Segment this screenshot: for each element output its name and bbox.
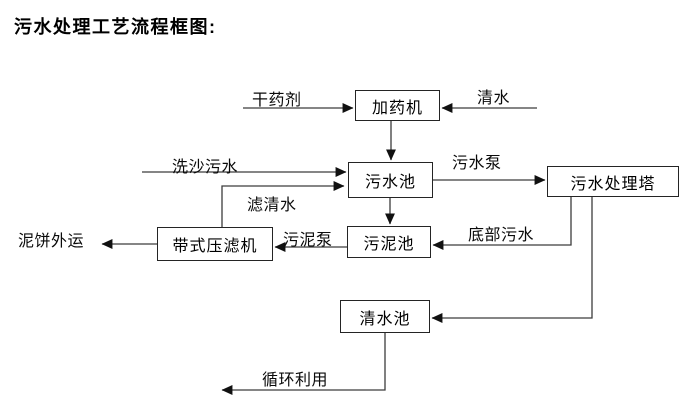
node-dosing-machine: 加药机 [355, 90, 440, 121]
diagram-title: 污水处理工艺流程框图: [14, 17, 217, 37]
node-clear-water-pool: 清水池 [340, 300, 430, 333]
arrow-bottom-sewage-to-sludge-pool [432, 197, 572, 250]
node-sewage-pool: 污水池 [348, 162, 433, 198]
edge-label-sewage-pump: 污水泵 [452, 155, 502, 172]
edge-label-bottom-sewage: 底部污水 [468, 227, 535, 244]
node-treatment-tower: 污水处理塔 [547, 166, 679, 197]
edge-label-sludge-pump: 污泥泵 [283, 232, 333, 249]
arrow-clear-water-pool-to-recycle [221, 333, 386, 395]
edge-label-dry-chemical: 干药剂 [252, 92, 302, 109]
edge-label-recycle-reuse: 循环利用 [262, 372, 329, 389]
node-belt-filter-press: 带式压滤机 [157, 227, 273, 261]
edge-label-mud-cake-out: 泥饼外运 [18, 233, 85, 250]
arrow-filtered-water-to-sewage-pool [221, 181, 345, 227]
edge-label-sand-washing-sewage: 洗沙污水 [172, 159, 239, 176]
edge-label-filtered-water: 滤清水 [247, 197, 297, 214]
node-sludge-pool: 污泥池 [347, 226, 431, 258]
edge-label-clear-water: 清水 [477, 90, 511, 107]
arrow-tower-to-clear-water-pool [431, 197, 593, 323]
